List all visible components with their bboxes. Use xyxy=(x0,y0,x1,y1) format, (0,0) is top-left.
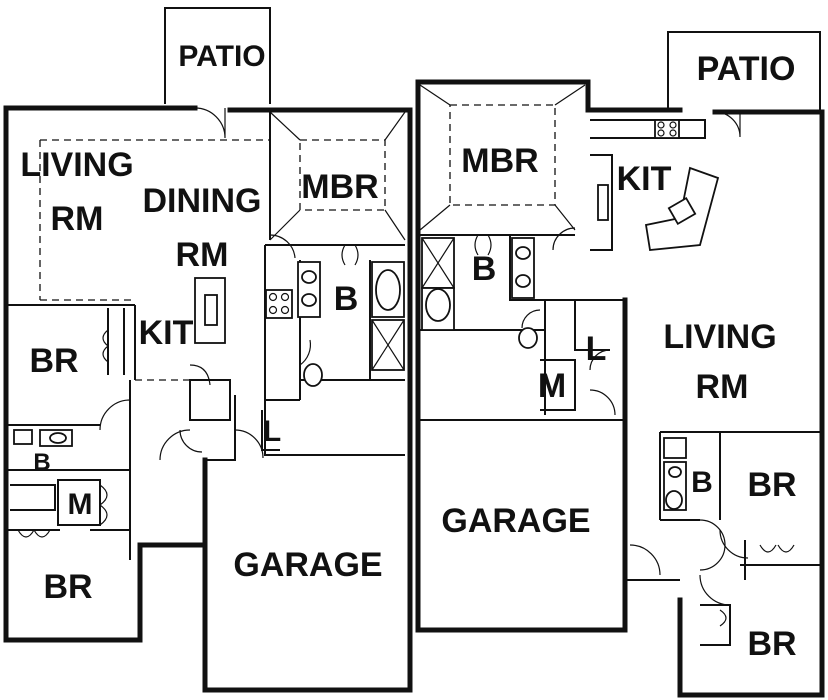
range-left xyxy=(265,289,293,319)
sink-left xyxy=(204,294,218,326)
label-mbr-right: MBR xyxy=(461,142,538,180)
doors-right xyxy=(521,111,749,606)
label-m-left: M xyxy=(68,488,93,521)
label-patio-right: PATIO xyxy=(697,50,796,88)
label-br-right-bottom: BR xyxy=(747,625,796,663)
label-living-left-2: RM xyxy=(51,200,104,238)
label-dining-1: DINING xyxy=(143,182,262,220)
patio-left xyxy=(164,7,271,104)
label-bath-right-master: B xyxy=(472,250,497,288)
label-patio-left: PATIO xyxy=(178,40,265,73)
label-kit-right: KIT xyxy=(617,160,672,198)
right-unit-walls xyxy=(415,79,825,698)
mbr-left-tray xyxy=(269,111,406,241)
label-living-right-1: LIVING xyxy=(663,318,776,356)
label-br-left-bottom: BR xyxy=(43,568,92,606)
label-living-left-1: LIVING xyxy=(20,146,133,184)
living-dining-zone xyxy=(39,139,270,381)
label-bath-right-small: B xyxy=(691,466,713,499)
label-garage-right: GARAGE xyxy=(441,502,590,540)
kitchen-right-fixtures xyxy=(590,119,720,251)
label-kit-left: KIT xyxy=(139,314,194,352)
label-br-left-top: BR xyxy=(29,342,78,380)
label-m-right: M xyxy=(538,367,566,405)
label-mbr-left: MBR xyxy=(301,168,378,206)
mbr-right-tray xyxy=(419,84,586,231)
master-bath-right-fixtures xyxy=(421,234,538,349)
doors-left xyxy=(99,107,359,461)
label-garage-left: GARAGE xyxy=(233,546,382,584)
label-bath-left-master: B xyxy=(334,280,359,318)
closet-left-bottom xyxy=(10,479,108,538)
label-dining-2: RM xyxy=(176,236,229,274)
left-unit-walls xyxy=(3,105,413,693)
label-br-right-top: BR xyxy=(747,466,796,504)
laundry-left xyxy=(261,410,280,451)
bath-right-small-fixtures xyxy=(663,437,687,511)
label-bath-left-small: B xyxy=(33,449,50,476)
closet-left-top xyxy=(102,308,125,375)
bath-left-small-fixtures xyxy=(13,429,73,447)
patio-right xyxy=(667,31,821,112)
master-bath-left-fixtures xyxy=(297,261,405,387)
label-living-right-2: RM xyxy=(696,368,749,406)
closets-right xyxy=(719,544,795,627)
label-l-left: L xyxy=(263,415,281,448)
label-l-right: L xyxy=(586,330,607,368)
